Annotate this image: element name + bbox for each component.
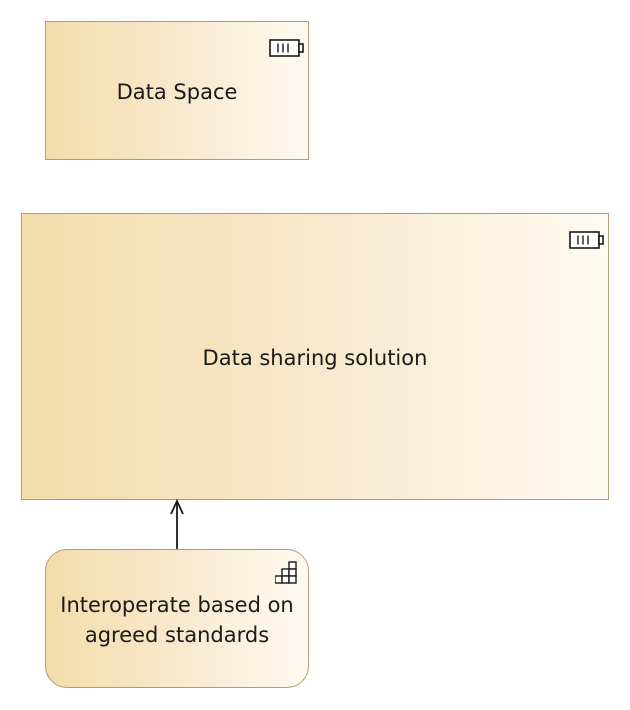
influence-relation[interactable]	[170, 498, 184, 549]
data-sharing-solution-node[interactable]: Data sharing solution	[21, 213, 609, 500]
equipment-icon	[569, 231, 604, 249]
interoperate-node[interactable]: Interoperate based on agreed standards	[45, 549, 309, 688]
relation-arrowhead	[170, 498, 184, 515]
data-space-label: Data Space	[116, 79, 238, 104]
equipment-icon	[269, 39, 304, 57]
data-sharing-solution-label: Data sharing solution	[202, 345, 428, 370]
interoperate-label: Interoperate based on agreed standards	[60, 592, 294, 647]
data-space-node[interactable]: Data Space	[45, 21, 309, 160]
technology-function-icon	[275, 561, 297, 584]
